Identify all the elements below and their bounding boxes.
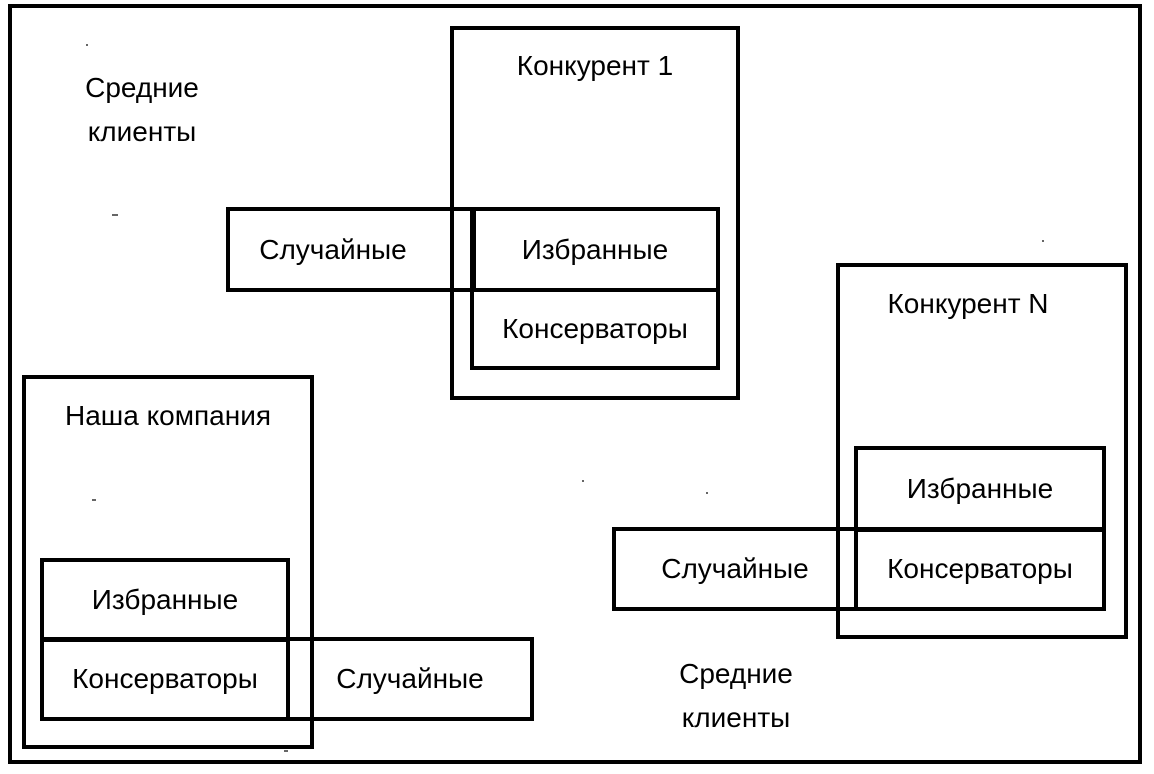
competitor-n-conservatives-segment: [854, 527, 1106, 611]
scan-speck: [112, 214, 118, 216]
competitor-1-random-segment: [226, 207, 476, 292]
our-company-random-segment: [286, 637, 534, 721]
our-company-title: Наша компания: [65, 400, 271, 431]
our-company-conservatives-label: Консерваторы: [72, 663, 258, 694]
our-company-random-label: Случайные: [336, 663, 484, 694]
diagram-frame: [8, 4, 1142, 764]
scan-speck: [92, 499, 96, 501]
our-company-favorites-label: Избранные: [91, 584, 239, 615]
competitor-n-random-label: Случайные: [661, 553, 809, 584]
average-clients-line2: клиенты: [681, 702, 791, 733]
average-clients-line1: Средние: [679, 658, 793, 689]
scan-speck: [284, 750, 288, 752]
average-clients-label-bottom: Средние клиенты: [666, 652, 806, 740]
competitor-n-conservatives-label: Консерваторы: [887, 553, 1073, 584]
average-clients-line1: Средние: [85, 72, 199, 103]
competitor-1-box: [450, 26, 740, 400]
competitor-1-random-label: Случайные: [259, 233, 407, 265]
our-company-box: [22, 375, 314, 749]
scan-speck: [582, 480, 584, 482]
competitor-n-title: Конкурент N: [887, 288, 1049, 319]
scan-speck: [1042, 240, 1044, 242]
average-clients-label-top: Средние клиенты: [72, 66, 212, 154]
competitor-1-favorites-label: Избранные: [521, 233, 669, 265]
competitor-n-box: [836, 263, 1128, 639]
competitor-1-conservatives-segment: [470, 288, 720, 370]
scan-speck: [86, 44, 88, 46]
scan-speck: [706, 492, 708, 494]
average-clients-line2: клиенты: [87, 116, 197, 147]
competitor-n-favorites-label: Избранные: [906, 473, 1054, 504]
competitor-1-conservatives-label: Консерваторы: [502, 313, 688, 344]
competitor-1-title: Конкурент 1: [516, 50, 674, 81]
